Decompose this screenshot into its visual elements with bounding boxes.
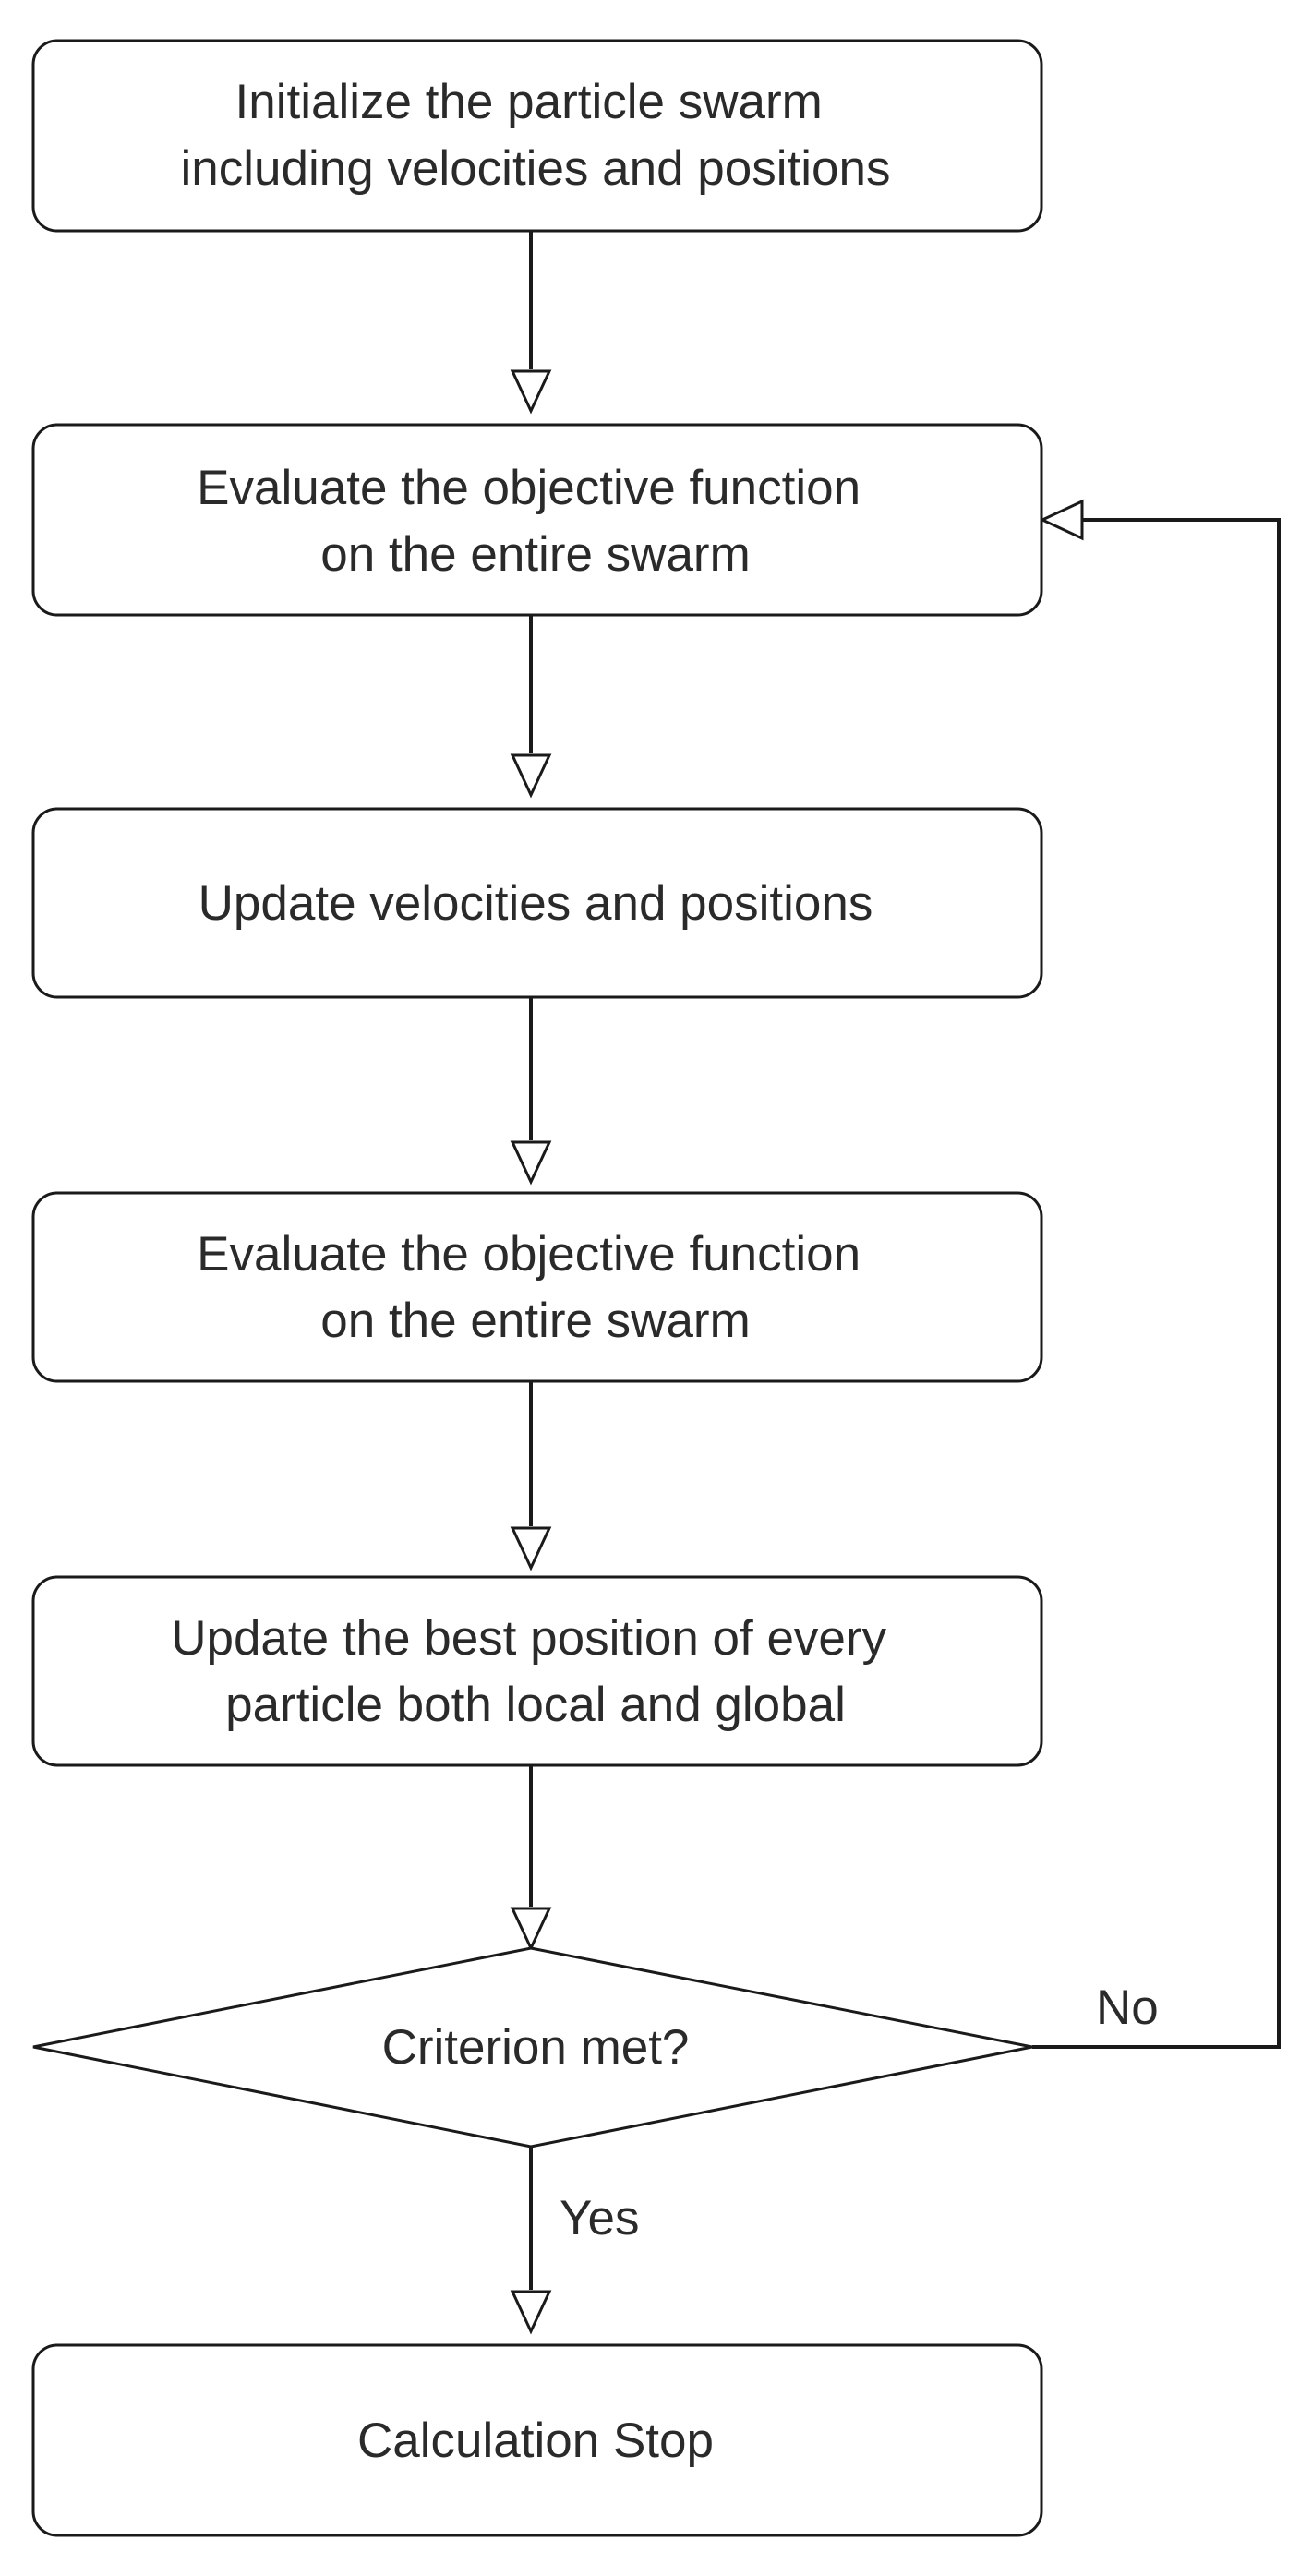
step-update-best-position: Update the best position of every partic… (31, 1575, 1043, 1767)
step-calculation-stop: Calculation Stop (31, 2343, 1043, 2537)
svg-text:Evaluate the objective functio: Evaluate the objective function on the e… (197, 461, 874, 582)
step-text-line: on the entire swarm (320, 527, 750, 582)
edge-update-best-to-criterion (510, 1765, 552, 1952)
step-text-line: particle both local and global (225, 1678, 846, 1732)
svg-text:Evaluate the objective functio: Evaluate the objective function on the e… (197, 1227, 874, 1348)
step-text-line: including velocities and positions (181, 141, 891, 196)
step-update-velocities: Update velocities and positions (31, 807, 1043, 999)
svg-text:Initialize the particle swarm: Initialize the particle swarm including … (181, 75, 891, 196)
svg-text:Criterion met?: Criterion met? (382, 2020, 690, 2075)
decision-text: Criterion met? (382, 2020, 690, 2075)
edge-init-to-eval1 (510, 231, 552, 415)
step-text-line: on the entire swarm (320, 1294, 750, 1348)
edge-criterion-to-stop: Yes (510, 2147, 639, 2335)
decision-criterion-met: Criterion met? (32, 1946, 1033, 2149)
step-evaluate-objective-1: Evaluate the objective function on the e… (31, 423, 1043, 617)
edge-eval1-to-update-vel (510, 615, 552, 799)
svg-text:Update velocities and position: Update velocities and positions (199, 876, 873, 931)
step-text-line: Evaluate the objective function (197, 461, 861, 515)
step-text-line: Evaluate the objective function (197, 1227, 861, 1282)
step-initialize-swarm: Initialize the particle swarm including … (31, 39, 1043, 233)
edge-criterion-to-eval1-loop: No (1032, 499, 1281, 2049)
svg-text:Update the best position of ev: Update the best position of every partic… (171, 1611, 900, 1732)
step-text-line: Calculation Stop (357, 2413, 714, 2468)
step-evaluate-objective-2: Evaluate the objective function on the e… (31, 1191, 1043, 1383)
svg-text:Calculation Stop: Calculation Stop (357, 2413, 714, 2468)
edge-update-vel-to-eval2 (510, 997, 552, 1186)
step-text-line: Initialize the particle swarm (235, 75, 823, 129)
step-text-line: Update the best position of every (171, 1611, 886, 1666)
edge-label-yes: Yes (560, 2191, 639, 2245)
edge-eval2-to-update-best (510, 1381, 552, 1571)
step-text-line: Update velocities and positions (199, 876, 873, 931)
edge-label-no: No (1096, 1980, 1159, 2035)
